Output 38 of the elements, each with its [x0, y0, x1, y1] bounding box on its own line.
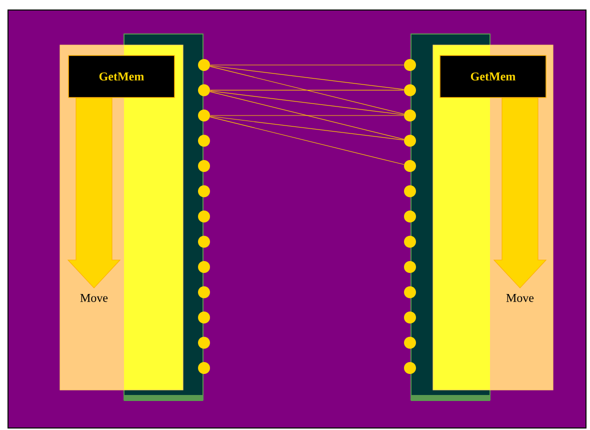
pin-dot [404, 362, 416, 374]
arrow-label: Move [506, 294, 534, 302]
pin-dot [404, 134, 416, 147]
pin-dot [198, 59, 210, 71]
connector-line [210, 115, 404, 116]
pin-dot [404, 236, 416, 248]
pin-dot [198, 312, 210, 324]
pin-dot [198, 84, 210, 96]
pin-dot [198, 236, 210, 248]
label-box: GetMem [68, 55, 175, 98]
pin-dot [404, 286, 416, 298]
pin-dot [198, 210, 210, 222]
label-box: GetMem [440, 55, 546, 98]
pin-dot [198, 336, 210, 349]
pin-dot [198, 185, 210, 198]
connector-line [210, 64, 404, 66]
pin-dot [198, 261, 210, 273]
pin-dot [404, 261, 416, 273]
pin-dot [404, 312, 416, 324]
pin-dot [404, 185, 416, 198]
pin-dot [404, 110, 416, 122]
connector-line [210, 116, 404, 165]
connector-line [210, 65, 404, 90]
pin-dot [198, 110, 210, 122]
connector-line [210, 66, 404, 114]
pin-dot [404, 160, 416, 172]
pin-dot [198, 160, 210, 172]
pin-dot [404, 59, 416, 71]
arrow-label: Move [80, 294, 108, 302]
pin-dot [404, 84, 416, 96]
pin-dot [198, 286, 210, 298]
pin-dot [198, 134, 210, 147]
connector-line [210, 90, 404, 116]
connector-line [210, 91, 404, 140]
pin-dot [404, 210, 416, 222]
pin-dot [404, 336, 416, 349]
pin-dot [198, 362, 210, 374]
connector-line [210, 116, 404, 140]
